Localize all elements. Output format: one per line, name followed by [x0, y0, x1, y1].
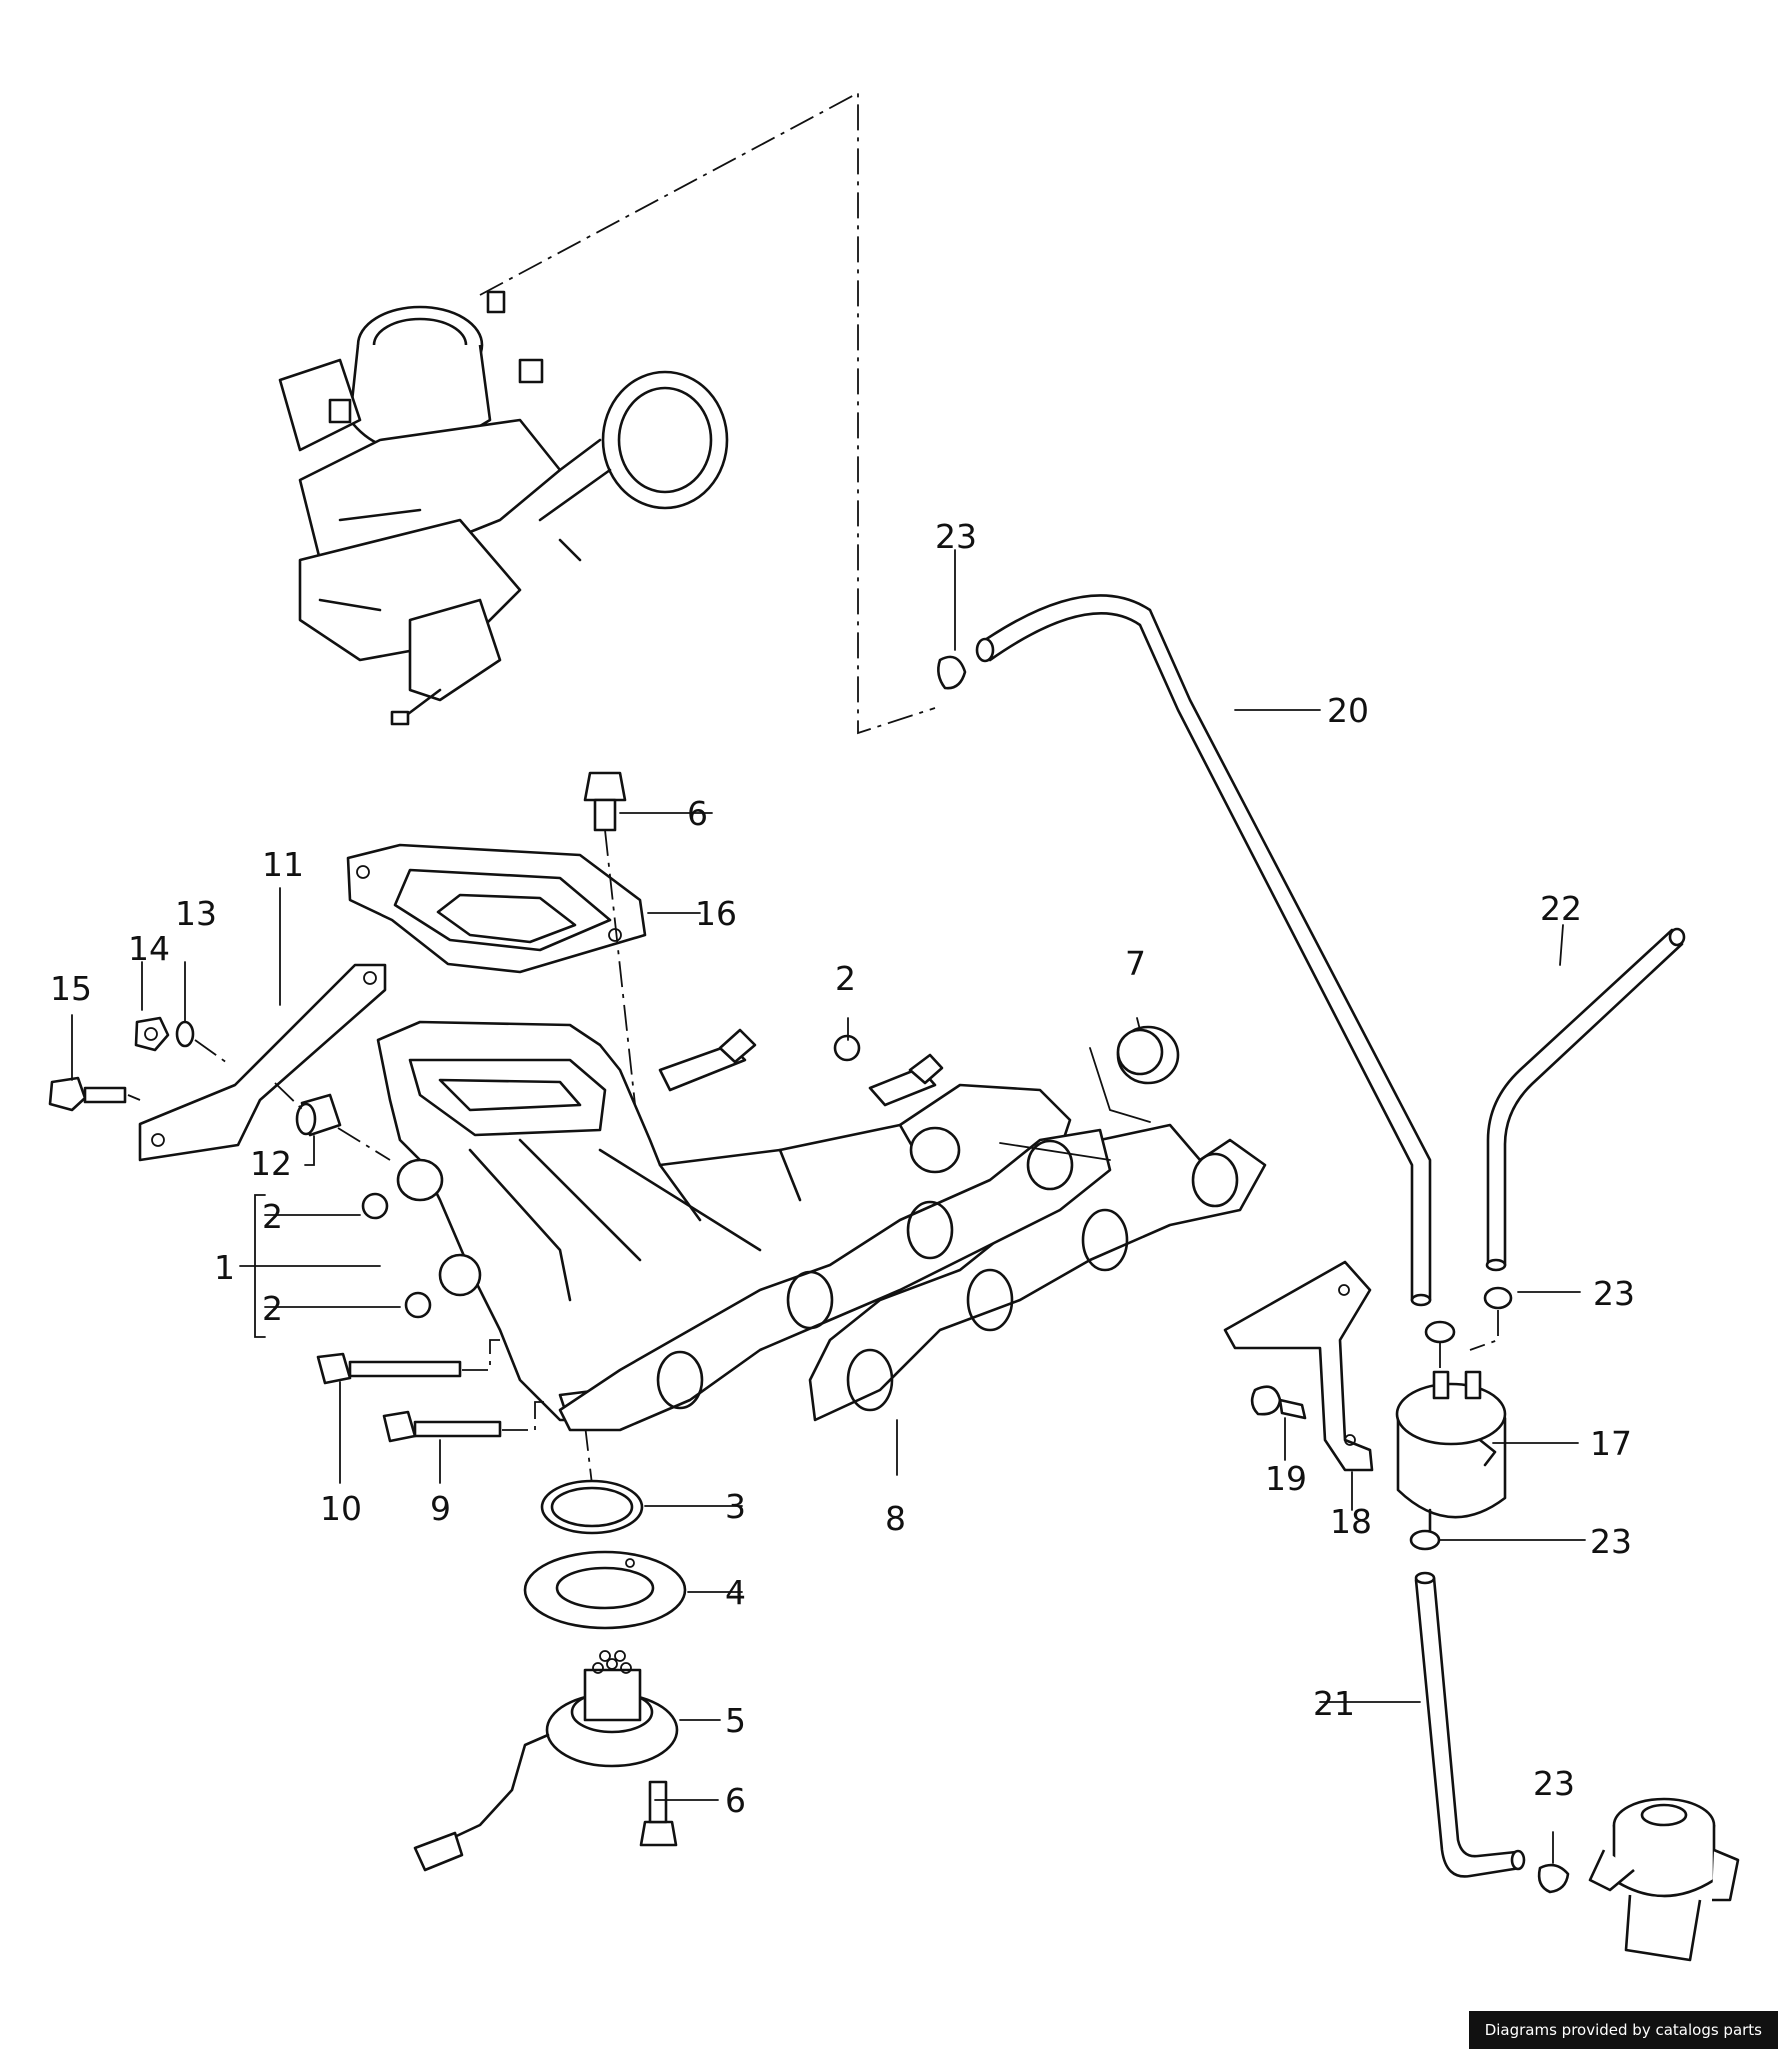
bolt-15 — [48, 1076, 141, 1112]
callout-23-top: 23 — [935, 517, 977, 556]
callout-14: 14 — [128, 929, 170, 968]
callout-8: 8 — [885, 1499, 906, 1538]
callout-7: 7 — [1125, 944, 1146, 983]
flange-gasket-16 — [346, 843, 647, 974]
leader-lines — [71, 709, 1586, 1864]
plug-7 — [999, 1025, 1180, 1161]
callout-23-filter-top: 23 — [1593, 1274, 1635, 1313]
bolt-19 — [1250, 1385, 1307, 1420]
intake-gasket-8-lower — [558, 1128, 1112, 1432]
seal-ring-3 — [540, 1479, 644, 1535]
callout-5: 5 — [725, 1701, 746, 1740]
callout-9: 9 — [430, 1489, 451, 1528]
callout-12: 12 — [250, 1144, 292, 1183]
vacuum-filter-17 — [1395, 1370, 1507, 1534]
intake-manifold-1 — [376, 1020, 1072, 1511]
bushings-2 — [361, 1034, 861, 1319]
sleeve-12 — [274, 1082, 391, 1161]
callout-18: 18 — [1330, 1502, 1372, 1541]
vacuum-unit — [1588, 1797, 1740, 1962]
bracket-11 — [138, 963, 387, 1162]
callout-bracket-1 — [239, 1194, 381, 1338]
callout-19: 19 — [1265, 1459, 1307, 1498]
callout-1: 1 — [214, 1248, 235, 1287]
callout-2-lower-left: 2 — [262, 1289, 283, 1328]
callout-3: 3 — [725, 1487, 746, 1526]
vacuum-hose-20 — [975, 594, 1432, 1307]
callout-16: 16 — [695, 894, 737, 933]
callout-22: 22 — [1540, 889, 1582, 928]
nut-14 — [134, 1016, 170, 1052]
callout-17: 17 — [1590, 1424, 1632, 1463]
callout-11: 11 — [262, 845, 304, 884]
callout-23-filter-bottom: 23 — [1590, 1522, 1632, 1561]
callout-6-bottom: 6 — [725, 1781, 746, 1820]
callout-6-top: 6 — [687, 794, 708, 833]
callout-10: 10 — [320, 1489, 362, 1528]
callout-4: 4 — [725, 1573, 746, 1612]
vacuum-hose-21 — [1414, 1571, 1570, 1894]
carburetor-drawing — [278, 91, 936, 735]
callout-15: 15 — [50, 969, 92, 1008]
bolt-6-bottom — [639, 1780, 678, 1847]
bolt-9 — [382, 1401, 550, 1443]
vacuum-hose-22 — [1485, 927, 1686, 1272]
callout-20: 20 — [1327, 691, 1369, 730]
callout-13: 13 — [175, 894, 217, 933]
washer-13 — [175, 1020, 231, 1066]
intake-gasket-8 — [808, 1123, 1267, 1422]
bolt-10 — [316, 1339, 500, 1385]
spacer-flange-4 — [523, 1550, 687, 1630]
bracket-18 — [1223, 1260, 1374, 1472]
hose-clip-23-top — [937, 549, 967, 690]
callout-23-bottom: 23 — [1533, 1764, 1575, 1803]
credit-badge: Diagrams provided by catalogs parts — [1468, 2011, 1778, 2049]
callout-2-upper-left: 2 — [262, 1197, 283, 1236]
callout-21: 21 — [1313, 1684, 1355, 1723]
intake-heater-5 — [413, 1650, 679, 1872]
callout-2-top: 2 — [835, 959, 856, 998]
hose-clips-23-filter — [1409, 1286, 1513, 1551]
bolt-6-top — [583, 771, 641, 1151]
